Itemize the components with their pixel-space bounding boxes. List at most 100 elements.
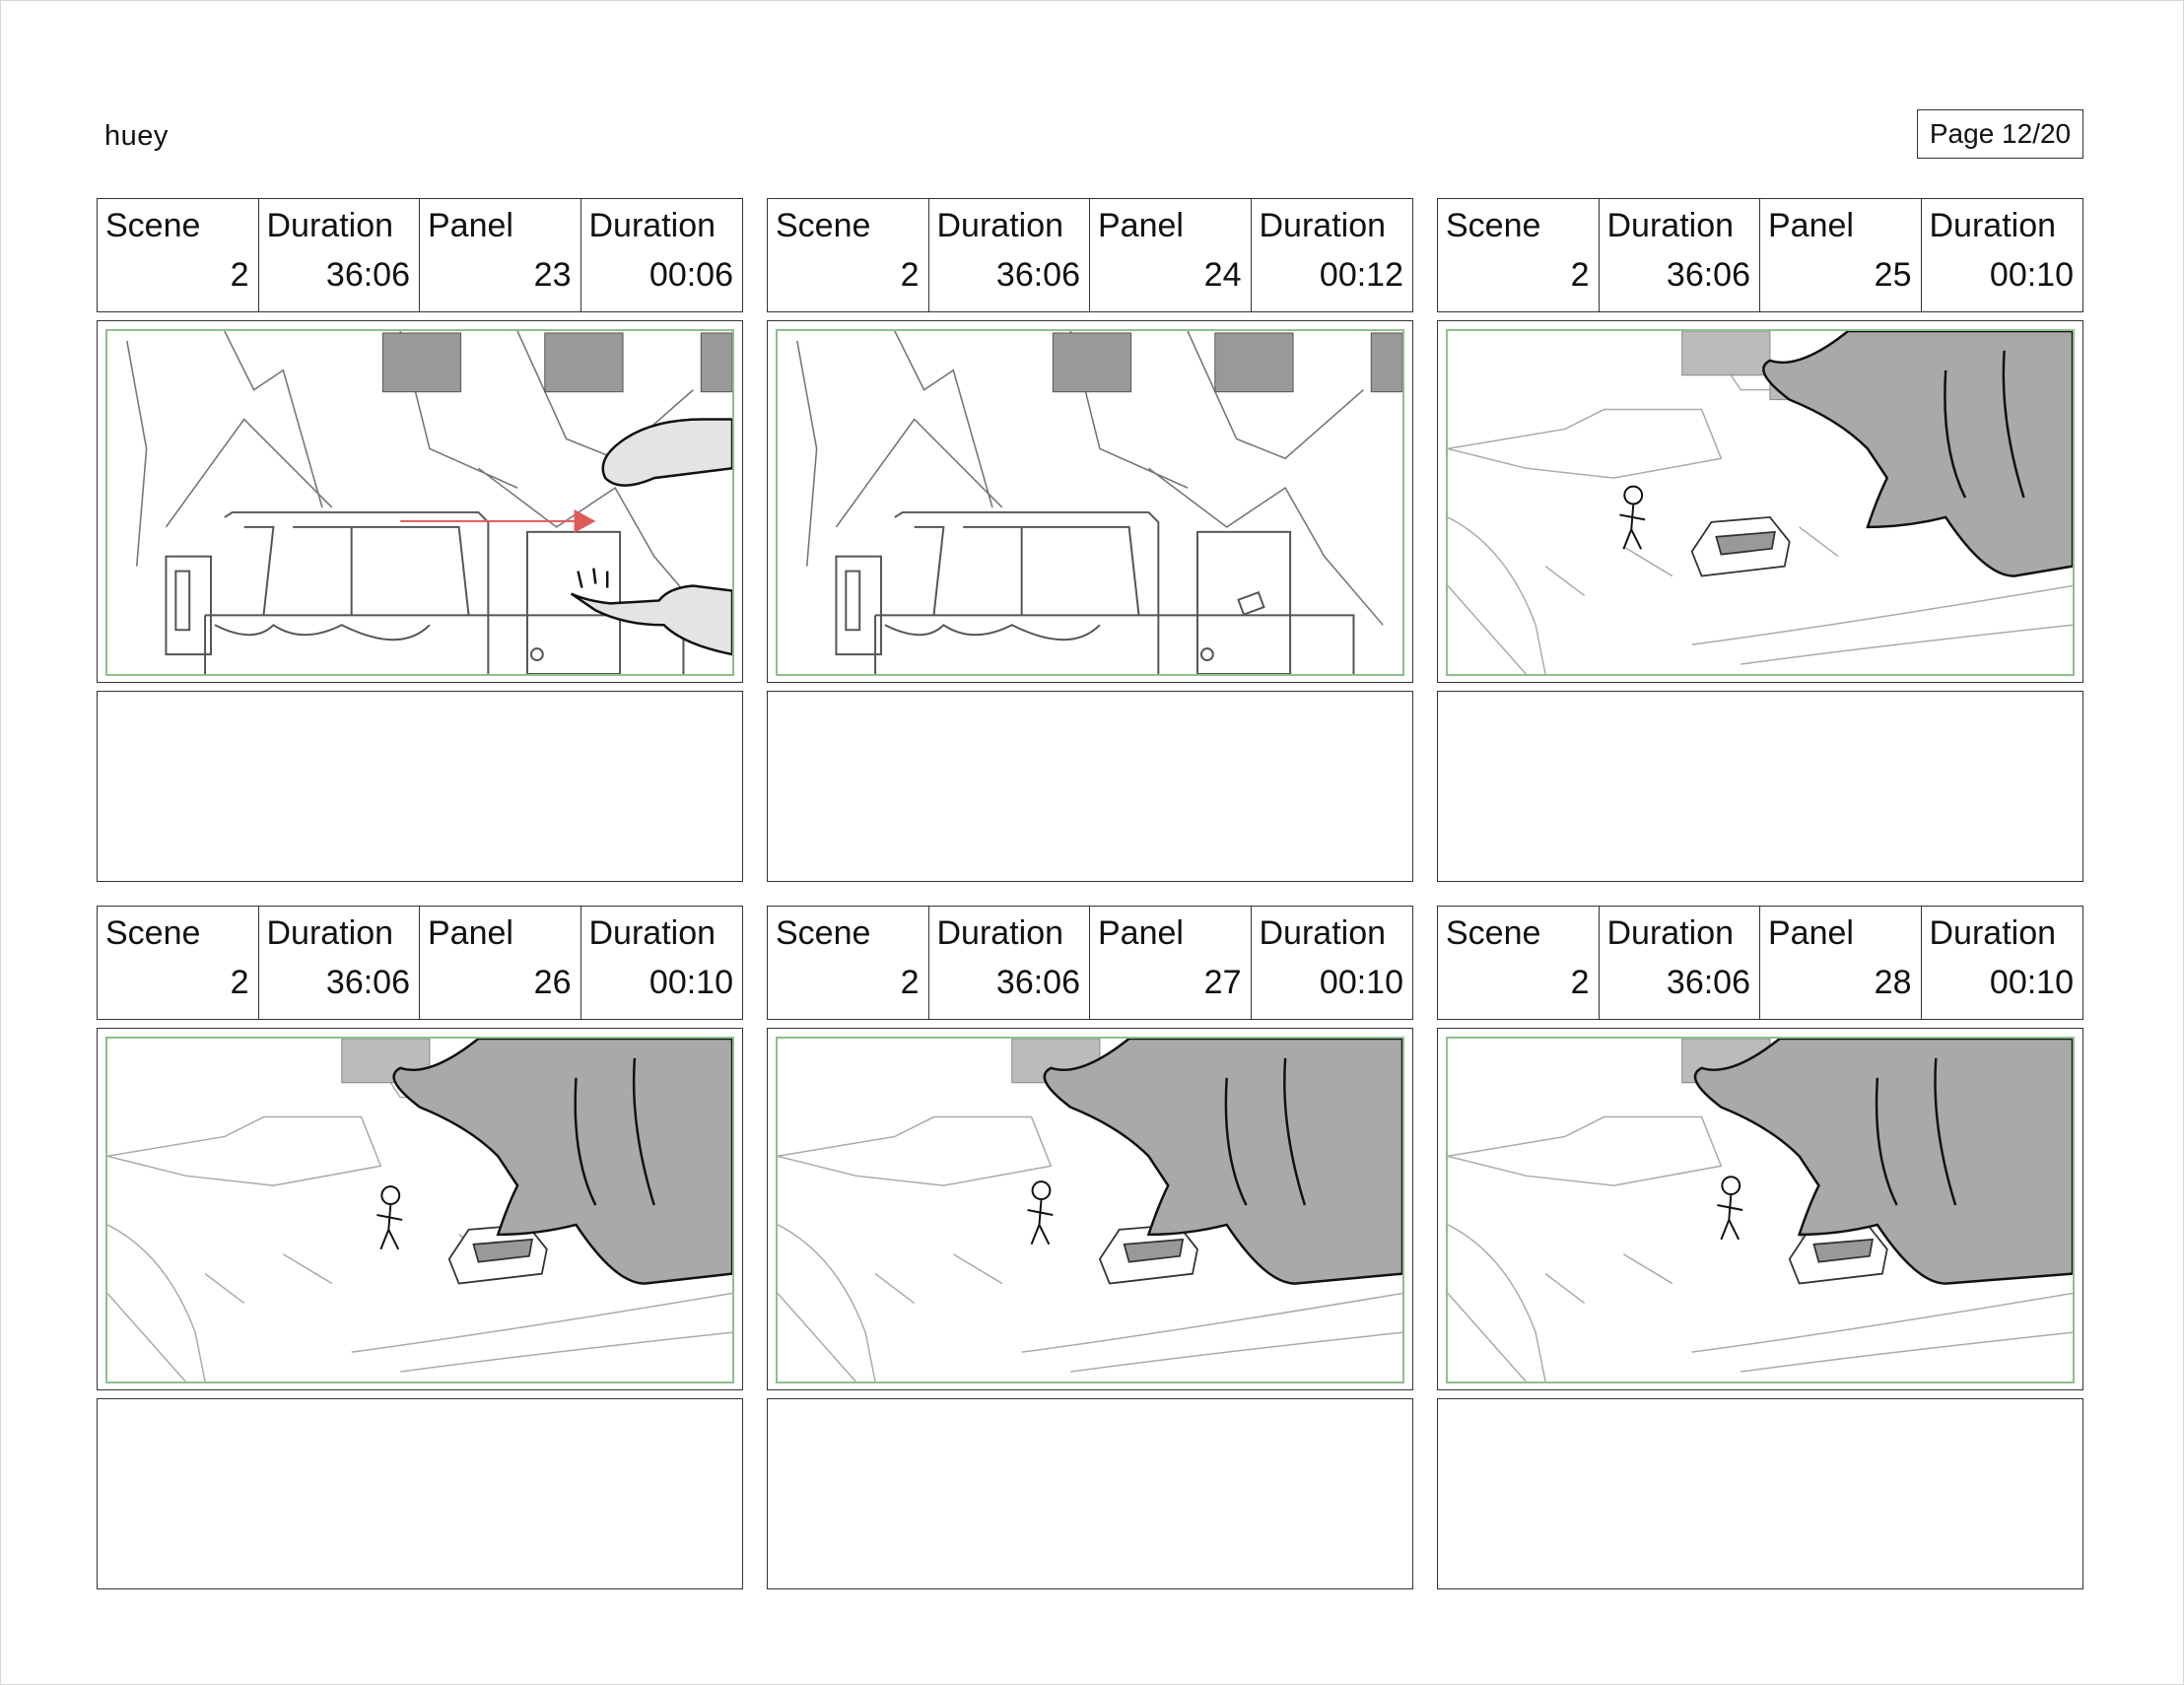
panel-label: Panel (1098, 207, 1184, 244)
panel-label: Panel (1768, 914, 1854, 952)
panel-label: Panel (1098, 914, 1184, 952)
scene-number: 2 (230, 964, 249, 1001)
kid-character (1027, 1180, 1054, 1246)
scene-duration-cell: Duration 36:06 (259, 199, 420, 311)
scene-duration-cell: Duration 36:06 (929, 907, 1090, 1019)
panel-notes[interactable] (1437, 1398, 2083, 1589)
scene-duration: 36:06 (325, 256, 410, 294)
panel-duration-cell: Duration 00:10 (1922, 199, 2083, 311)
scene-duration: 36:06 (1666, 256, 1750, 294)
panel-duration-cell: Duration 00:10 (1252, 907, 1413, 1019)
sketch-truck (796, 331, 1402, 674)
panel-image-frame (97, 320, 743, 683)
safe-area (1446, 1037, 2075, 1383)
safe-area (1446, 329, 2075, 676)
scene-duration: 36:06 (1666, 964, 1750, 1001)
panel-info-table: Scene 2 Duration 36:06 Panel 24 Duration… (767, 198, 1413, 312)
giant-hand (1043, 1039, 1402, 1285)
page-number: Page 12/20 (1917, 109, 2083, 159)
scene-cell: Scene 2 (98, 907, 259, 1019)
panel-duration: 00:06 (648, 256, 733, 294)
panel-notes[interactable] (767, 691, 1413, 882)
panel-duration-label: Duration (1929, 914, 2057, 952)
scene-number: 2 (900, 256, 920, 294)
scene-duration-label: Duration (266, 914, 394, 952)
scene-duration-cell: Duration 36:06 (1600, 199, 1760, 311)
scene-cell: Scene 2 (98, 199, 259, 311)
sketch-truck (126, 331, 732, 674)
scene-label: Scene (1446, 207, 1541, 244)
panel-duration: 00:10 (648, 964, 733, 1001)
panel-number: 24 (1203, 256, 1242, 294)
car (447, 1223, 548, 1285)
panel-notes[interactable] (97, 1398, 743, 1589)
scene-number: 2 (1570, 964, 1590, 1001)
panel-duration-label: Duration (1259, 207, 1387, 244)
scene-number: 2 (230, 256, 249, 294)
panel-cell: Panel 24 (1090, 199, 1252, 311)
panel-cell: Panel 27 (1090, 907, 1252, 1019)
panel-duration-cell: Duration 00:10 (581, 907, 743, 1019)
scene-label: Scene (776, 914, 871, 952)
panel-duration: 00:10 (1989, 964, 2074, 1001)
panel-number: 25 (1874, 256, 1912, 294)
panel-duration: 00:10 (1989, 256, 2074, 294)
scene-label: Scene (776, 207, 871, 244)
sketch-street (1448, 331, 2073, 674)
scene-cell: Scene 2 (768, 907, 929, 1019)
scene-label: Scene (1446, 914, 1541, 952)
panel-info-table: Scene 2 Duration 36:06 Panel 23 Duration… (97, 198, 743, 312)
panel-info-table: Scene 2 Duration 36:06 Panel 28 Duration… (1437, 906, 2083, 1020)
panel-notes[interactable] (1437, 691, 2083, 882)
motion-arrow (400, 508, 596, 533)
panel-label: Panel (428, 914, 513, 952)
panel-info-table: Scene 2 Duration 36:06 Panel 25 Duration… (1437, 198, 2083, 312)
scene-duration-cell: Duration 36:06 (929, 199, 1090, 311)
panel-notes[interactable] (767, 1398, 1413, 1589)
panel-info-table: Scene 2 Duration 36:06 Panel 27 Duration… (767, 906, 1413, 1020)
kid-character (1717, 1176, 1743, 1241)
panel-image-frame (97, 1028, 743, 1390)
scene-duration-label: Duration (1606, 207, 1735, 244)
panel-info-table: Scene 2 Duration 36:06 Panel 26 Duration… (97, 906, 743, 1020)
panel-number: 23 (533, 256, 572, 294)
panel-duration-label: Duration (1259, 914, 1387, 952)
panel-image-frame (1437, 1028, 2083, 1390)
panel-number: 26 (533, 964, 572, 1001)
safe-area (105, 1037, 734, 1383)
giant-hand (1693, 1039, 2073, 1285)
scene-number: 2 (900, 964, 920, 1001)
scene-duration: 36:06 (325, 964, 410, 1001)
panel-image-frame (1437, 320, 2083, 683)
panel-cell: Panel 28 (1760, 907, 1922, 1019)
kid-character (1619, 485, 1646, 550)
safe-area (776, 1037, 1404, 1383)
sketch-street (1448, 1039, 2073, 1382)
car (1690, 515, 1791, 577)
scene-duration-cell: Duration 36:06 (1600, 907, 1760, 1019)
scene-duration-label: Duration (1606, 914, 1735, 952)
panel-duration-label: Duration (588, 914, 717, 952)
panel-label: Panel (428, 207, 513, 244)
panel-number: 27 (1203, 964, 1242, 1001)
panel-duration: 00:12 (1319, 256, 1403, 294)
panel-label: Panel (1768, 207, 1854, 244)
giant-hand (392, 1039, 732, 1285)
panel-duration-cell: Duration 00:06 (581, 199, 743, 311)
scene-cell: Scene 2 (768, 199, 929, 311)
kid-character (376, 1185, 403, 1250)
panel-duration-cell: Duration 00:12 (1252, 199, 1413, 311)
scene-duration-label: Duration (936, 207, 1064, 244)
scene-label: Scene (105, 914, 201, 952)
panel-image-frame (767, 320, 1413, 683)
panel-notes[interactable] (97, 691, 743, 882)
panel-cell: Panel 26 (420, 907, 581, 1019)
safe-area (776, 329, 1404, 676)
car (1098, 1223, 1198, 1285)
panel-duration: 00:10 (1319, 964, 1403, 1001)
scene-duration-cell: Duration 36:06 (259, 907, 420, 1019)
scene-duration: 36:06 (995, 256, 1080, 294)
panel-image-frame (767, 1028, 1413, 1390)
panel-cell: Panel 25 (1760, 199, 1922, 311)
scene-cell: Scene 2 (1438, 907, 1600, 1019)
